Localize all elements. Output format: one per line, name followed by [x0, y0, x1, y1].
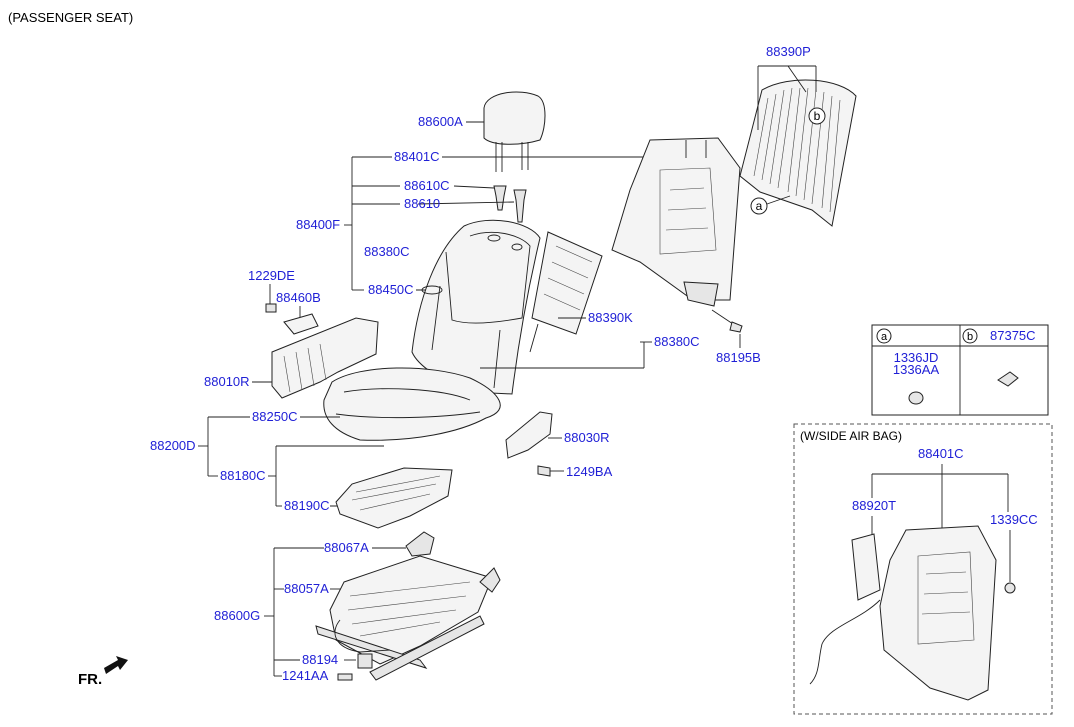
- fr-label: FR.: [78, 671, 102, 688]
- label-88380c-a: 88380C: [364, 244, 410, 259]
- label-88600g: 88600G: [214, 608, 260, 623]
- bracket-88067a: [405, 531, 435, 557]
- label-88200d: 88200D: [150, 438, 196, 453]
- clip-1339cc: [1004, 582, 1016, 594]
- diagram-title: (PASSENGER SEAT): [8, 10, 133, 25]
- label-1339cc: 1339CC: [990, 512, 1038, 527]
- label-88195b: 88195B: [716, 350, 761, 365]
- seatback-cover: [411, 219, 541, 395]
- side-airbag-box: (W/SIDE AIR BAG) 88401C 88920T 1339CC: [793, 423, 1053, 715]
- knob-88460b: [283, 313, 319, 335]
- heater-mat-88190c: [335, 467, 453, 529]
- headrest-88600a: [483, 91, 546, 172]
- label-88610: 88610: [404, 196, 440, 211]
- label-88250c: 88250C: [252, 409, 298, 424]
- seat-cushion: [323, 367, 501, 441]
- label-88180c: 88180C: [220, 468, 266, 483]
- callout-a-88390p: a: [750, 195, 791, 215]
- screw-1241aa: [337, 673, 353, 681]
- legend-part-1336aa: 1336AA: [893, 362, 940, 377]
- label-1249ba: 1249BA: [566, 464, 613, 479]
- leader-lines-88400f: [344, 156, 650, 291]
- side-shield-88010r: [271, 317, 379, 399]
- screw-1229de: [265, 303, 277, 313]
- label-88920t: 88920T: [852, 498, 896, 513]
- legend-part-1336jd: 1336JD: [894, 350, 939, 365]
- label-1229de: 1229DE: [248, 268, 295, 283]
- bolt-1249ba: [537, 465, 551, 477]
- front-arrow: FR.: [78, 656, 128, 688]
- label-88194: 88194: [302, 652, 338, 667]
- back-panel-88390p: [739, 79, 857, 227]
- leader-lines-88600g: [264, 547, 406, 677]
- seat-track-frame: [315, 555, 493, 681]
- label-88450c: 88450C: [368, 282, 414, 297]
- label-88190c: 88190C: [284, 498, 330, 513]
- svg-text:b: b: [814, 109, 821, 123]
- svg-text:a: a: [756, 199, 763, 213]
- label-88067a: 88067A: [324, 540, 369, 555]
- switch-88194: [357, 653, 373, 669]
- label-88380c-b: 88380C: [654, 334, 700, 349]
- label-88057a: 88057A: [284, 581, 329, 596]
- label-88390k: 88390K: [588, 310, 633, 325]
- label-88610c: 88610C: [404, 178, 450, 193]
- label-88460b: 88460B: [276, 290, 321, 305]
- label-airbag-88401c: 88401C: [918, 446, 964, 461]
- headrest-guides: [493, 185, 527, 223]
- side-cover-88030r: [505, 411, 553, 459]
- label-88030r: 88030R: [564, 430, 610, 445]
- label-88390p: 88390P: [766, 44, 811, 59]
- bracket-88057a-r: [479, 567, 501, 593]
- seatback-frame: [611, 137, 741, 307]
- label-88400f: 88400F: [296, 217, 340, 232]
- legend-part-87375c: 87375C: [990, 328, 1036, 343]
- clip-icon: [997, 371, 1019, 387]
- label-88010r: 88010R: [204, 374, 250, 389]
- label-1241aa: 1241AA: [282, 668, 329, 683]
- legend-table: a b 87375C 1336JD 1336AA: [871, 324, 1049, 416]
- grommet-icon: [908, 391, 924, 405]
- airbag-module-88920t: [851, 533, 881, 601]
- lumbar-panel-88390k: [529, 231, 603, 353]
- label-88401c: 88401C: [394, 149, 440, 164]
- airbag-box-title: (W/SIDE AIR BAG): [800, 429, 902, 443]
- callout-b-88390p: b: [808, 107, 826, 125]
- bolt-88195b: [729, 321, 743, 333]
- legend-marker-a: a: [881, 331, 888, 343]
- label-88600a: 88600A: [418, 114, 463, 129]
- legend-marker-b: b: [967, 331, 973, 343]
